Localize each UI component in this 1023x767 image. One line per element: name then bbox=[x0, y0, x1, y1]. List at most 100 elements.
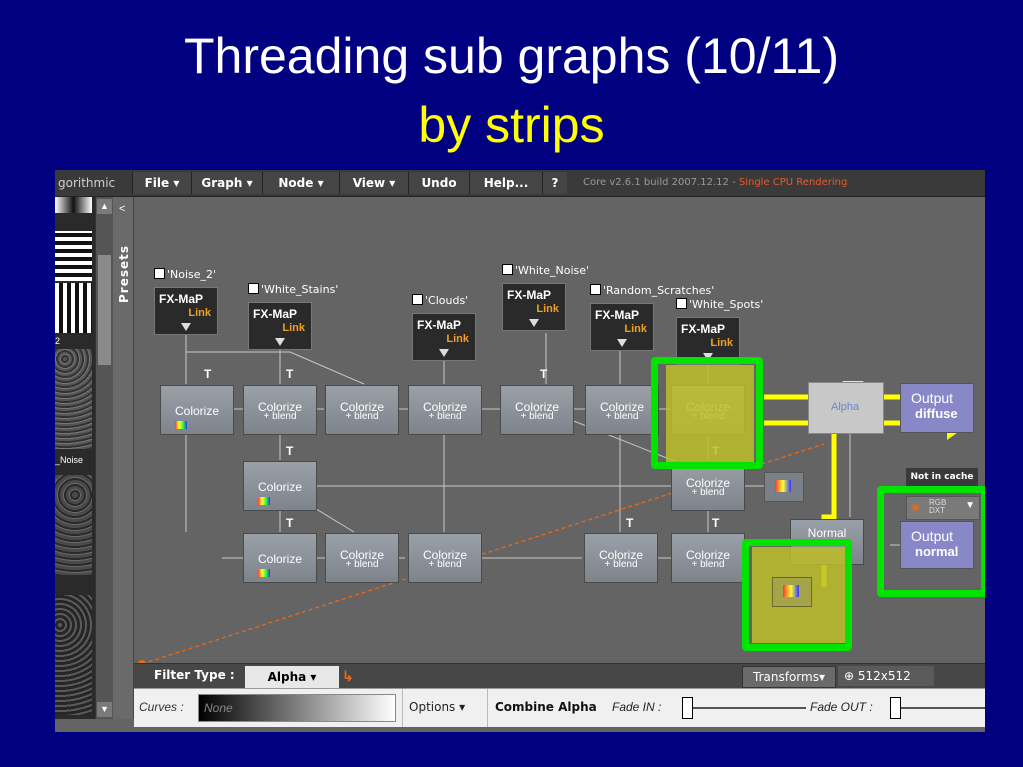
link-icon bbox=[412, 294, 423, 305]
fx-title: FX-MaP bbox=[595, 308, 640, 322]
menu-view[interactable]: View ▾ bbox=[339, 172, 408, 194]
texture-scrollbar[interactable]: ▲ ▼ bbox=[95, 197, 113, 719]
fx-title: FX-MaP bbox=[417, 318, 462, 332]
fx-title: FX-MaP bbox=[681, 322, 726, 336]
colorize-blend-node[interactable]: Colorize+ blend bbox=[671, 461, 745, 511]
curves-gradient[interactable]: None bbox=[198, 694, 396, 722]
blend-icon bbox=[783, 585, 799, 597]
scroll-thumb[interactable] bbox=[98, 255, 111, 365]
node-title: Alpha bbox=[831, 401, 860, 413]
options-dropdown[interactable]: Options ▾ bbox=[409, 700, 466, 714]
fx-link: Link bbox=[282, 322, 305, 334]
node-subtitle: + blend bbox=[345, 559, 379, 570]
blend-node-small[interactable] bbox=[764, 472, 804, 502]
colorize-blend-node[interactable]: Colorize+ blend bbox=[671, 533, 745, 583]
goto-arrow-icon[interactable]: ↳ bbox=[342, 668, 354, 684]
texture-thumb-stains[interactable] bbox=[55, 475, 92, 575]
menu-graph[interactable]: Graph ▾ bbox=[191, 172, 262, 194]
colorize-node[interactable]: Colorize bbox=[243, 461, 317, 511]
fade-in-slider[interactable] bbox=[682, 707, 806, 709]
chevron-down-icon: ▼ bbox=[965, 500, 975, 511]
filter-type-dropdown[interactable]: Alpha ▾ bbox=[245, 666, 339, 688]
presets-label: Presets bbox=[117, 244, 132, 304]
resolution-display[interactable]: ⊕ 512x512 bbox=[838, 666, 934, 686]
thread-marker: T bbox=[286, 516, 294, 530]
colorize-node[interactable]: Colorize bbox=[160, 385, 234, 435]
texture-thumb-stripes-h[interactable] bbox=[55, 231, 92, 281]
presets-panel[interactable]: < Presets bbox=[113, 197, 134, 719]
colorize-blend-node[interactable]: Colorize+ blend bbox=[325, 385, 399, 435]
colorize-blend-node[interactable]: Colorize+ blend bbox=[585, 385, 659, 435]
colorize-node[interactable]: Colorize bbox=[243, 533, 317, 583]
node-title: Normal bbox=[807, 526, 847, 540]
texture-thumb-stripes-v[interactable] bbox=[55, 283, 92, 333]
transforms-dropdown[interactable]: Transforms▾ bbox=[742, 666, 836, 688]
node-title: Colorize bbox=[685, 548, 730, 562]
fade-out-handle[interactable] bbox=[890, 697, 901, 719]
fade-out-slider[interactable] bbox=[890, 707, 985, 709]
fx-label-whitespots: 'White_Spots' bbox=[676, 298, 763, 311]
alpha-node[interactable]: Alpha bbox=[808, 382, 884, 434]
fx-label-whitenoise: 'White_Noise' bbox=[502, 264, 589, 277]
menu-help[interactable]: Help... bbox=[469, 172, 542, 194]
node-title: Colorize bbox=[257, 400, 302, 414]
output-pin-icon bbox=[275, 338, 285, 346]
menu-file[interactable]: File ▾ bbox=[132, 172, 191, 194]
texture-label-noise: _Noise bbox=[55, 455, 84, 465]
combine-alpha-button[interactable]: Combine Alpha bbox=[495, 700, 597, 714]
texture-thumb-clouds[interactable] bbox=[55, 595, 92, 715]
fx-name: 'Noise_2' bbox=[167, 268, 217, 281]
menu-about[interactable]: ? bbox=[542, 172, 567, 194]
colorize-blend-node[interactable]: Colorize+ blend bbox=[408, 385, 482, 435]
fx-name: 'Clouds' bbox=[425, 294, 469, 307]
status-mode: Single CPU Rendering bbox=[738, 177, 848, 188]
fx-name: 'White_Noise' bbox=[515, 264, 590, 277]
colorize-blend-node[interactable]: Colorize+ blend bbox=[325, 533, 399, 583]
fade-in-handle[interactable] bbox=[682, 697, 693, 719]
texture-thumb-gradient[interactable] bbox=[55, 197, 92, 213]
colorize-blend-node[interactable]: Colorize+ blend bbox=[243, 385, 317, 435]
colorize-blend-node[interactable]: Colorize+ blend bbox=[408, 533, 482, 583]
fx-name: 'Random_Scratches' bbox=[603, 284, 715, 297]
thread-marker: T bbox=[286, 444, 294, 458]
blend-node-highlighted[interactable] bbox=[772, 577, 812, 607]
collapse-icon[interactable]: < bbox=[119, 203, 126, 215]
thread-marker: T bbox=[540, 367, 548, 381]
curves-value: None bbox=[204, 701, 233, 715]
node-subtitle: + blend bbox=[520, 411, 554, 422]
fade-in-label: Fade IN : bbox=[612, 700, 662, 714]
texture-thumb-noise[interactable] bbox=[55, 349, 92, 449]
fx-label-clouds: 'Clouds' bbox=[412, 294, 468, 307]
colorize-blend-node[interactable]: Colorize+ blend bbox=[500, 385, 574, 435]
status-text: Core v2.6.1 build 2007.12.12 - Single CP… bbox=[583, 170, 847, 196]
format-rgb: RGB bbox=[929, 498, 947, 507]
fx-title: FX-MaP bbox=[253, 307, 298, 321]
node-title: Colorize bbox=[685, 476, 730, 490]
output-title: Output bbox=[911, 390, 954, 406]
highlight-fill-strip1 bbox=[666, 365, 754, 467]
format-dropdown[interactable]: ◉ RGB DXT ▼ bbox=[906, 496, 980, 520]
node-subtitle: + blend bbox=[691, 487, 725, 498]
menu-node[interactable]: Node ▾ bbox=[262, 172, 339, 194]
node-subtitle: + blend bbox=[605, 411, 639, 422]
curves-label: Curves : bbox=[139, 700, 184, 714]
node-title: Colorize bbox=[174, 404, 219, 418]
scroll-up-icon[interactable]: ▲ bbox=[97, 199, 112, 214]
colorize-blend-node[interactable]: Colorize+ blend bbox=[584, 533, 658, 583]
filter-type-label: Filter Type : bbox=[154, 668, 235, 682]
node-title: Colorize bbox=[339, 548, 384, 562]
menu-undo[interactable]: Undo bbox=[408, 172, 469, 194]
scroll-down-icon[interactable]: ▼ bbox=[97, 702, 112, 717]
node-subtitle: + blend bbox=[428, 411, 462, 422]
parameter-panel: Curves : None Options ▾ Combine Alpha Fa… bbox=[134, 688, 985, 727]
link-icon bbox=[590, 284, 601, 295]
texture-list[interactable]: 2 _Noise bbox=[55, 197, 95, 719]
